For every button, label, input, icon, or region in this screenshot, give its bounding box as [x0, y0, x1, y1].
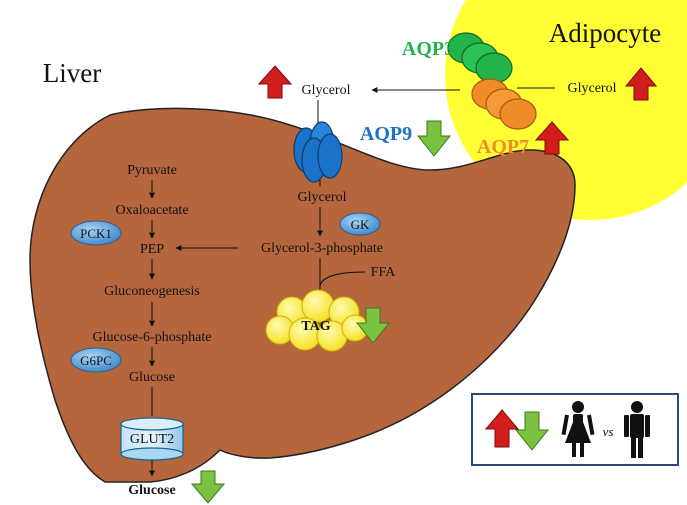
tag-label: TAG [301, 319, 330, 334]
liver-title: Liver [43, 58, 101, 88]
legend-up-arrow [484, 409, 520, 448]
tag-droplets [265, 289, 369, 352]
g6pc-label: G6PC [80, 353, 112, 368]
glycerol-adipocyte-label: Glycerol [568, 81, 617, 96]
adipocyte-title: Adipocyte [549, 18, 661, 48]
male-icon [624, 401, 650, 458]
legend-box: vs [471, 393, 679, 466]
aqp3-channel [447, 32, 513, 84]
gk-label: GK [351, 217, 370, 232]
tag-down-arrow [355, 307, 391, 344]
glycerol-blood-up-arrow [257, 65, 293, 99]
aqp7-up-arrow [534, 121, 570, 155]
g6pc-enzyme [70, 347, 122, 373]
glycerol-3-phosphate-label: Glycerol-3-phosphate [261, 241, 383, 256]
glycerol-adipocyte-up-arrow [624, 67, 658, 101]
glucose-out-down-arrow [190, 470, 226, 504]
glucose-liver-label: Glucose [129, 370, 175, 385]
aqp7-label: AQP7 [477, 136, 529, 158]
ffa-label: FFA [371, 265, 397, 280]
glut2-label: GLUT2 [130, 432, 174, 447]
aqp9-down-arrow [416, 120, 452, 157]
aqp7-channel [471, 78, 537, 130]
aqp3-label: AQP3 [402, 38, 454, 60]
pck1-enzyme [70, 220, 122, 246]
liver-organ [29, 107, 576, 483]
glucose-out-label: Glucose [128, 483, 175, 498]
aqp9-label: AQP9 [360, 123, 412, 145]
female-icon [561, 401, 595, 457]
aqp9-channel [293, 121, 343, 183]
glycerol-blood-label: Glycerol [302, 83, 351, 98]
glucose-6-phosphate-label: Glucose-6-phosphate [93, 330, 212, 345]
oxaloacetate-label: Oxaloacetate [115, 203, 188, 218]
pyruvate-label: Pyruvate [127, 163, 177, 178]
gluconeogenesis-label: Gluconeogenesis [104, 284, 200, 299]
gk-enzyme [339, 212, 381, 236]
legend-down-arrow [514, 411, 550, 451]
pep-label: PEP [140, 242, 164, 257]
glycerol-liver-label: Glycerol [298, 190, 347, 205]
glut2-transporter [120, 417, 184, 461]
pck1-label: PCK1 [80, 226, 112, 241]
legend-vs-label: vs [603, 424, 614, 439]
